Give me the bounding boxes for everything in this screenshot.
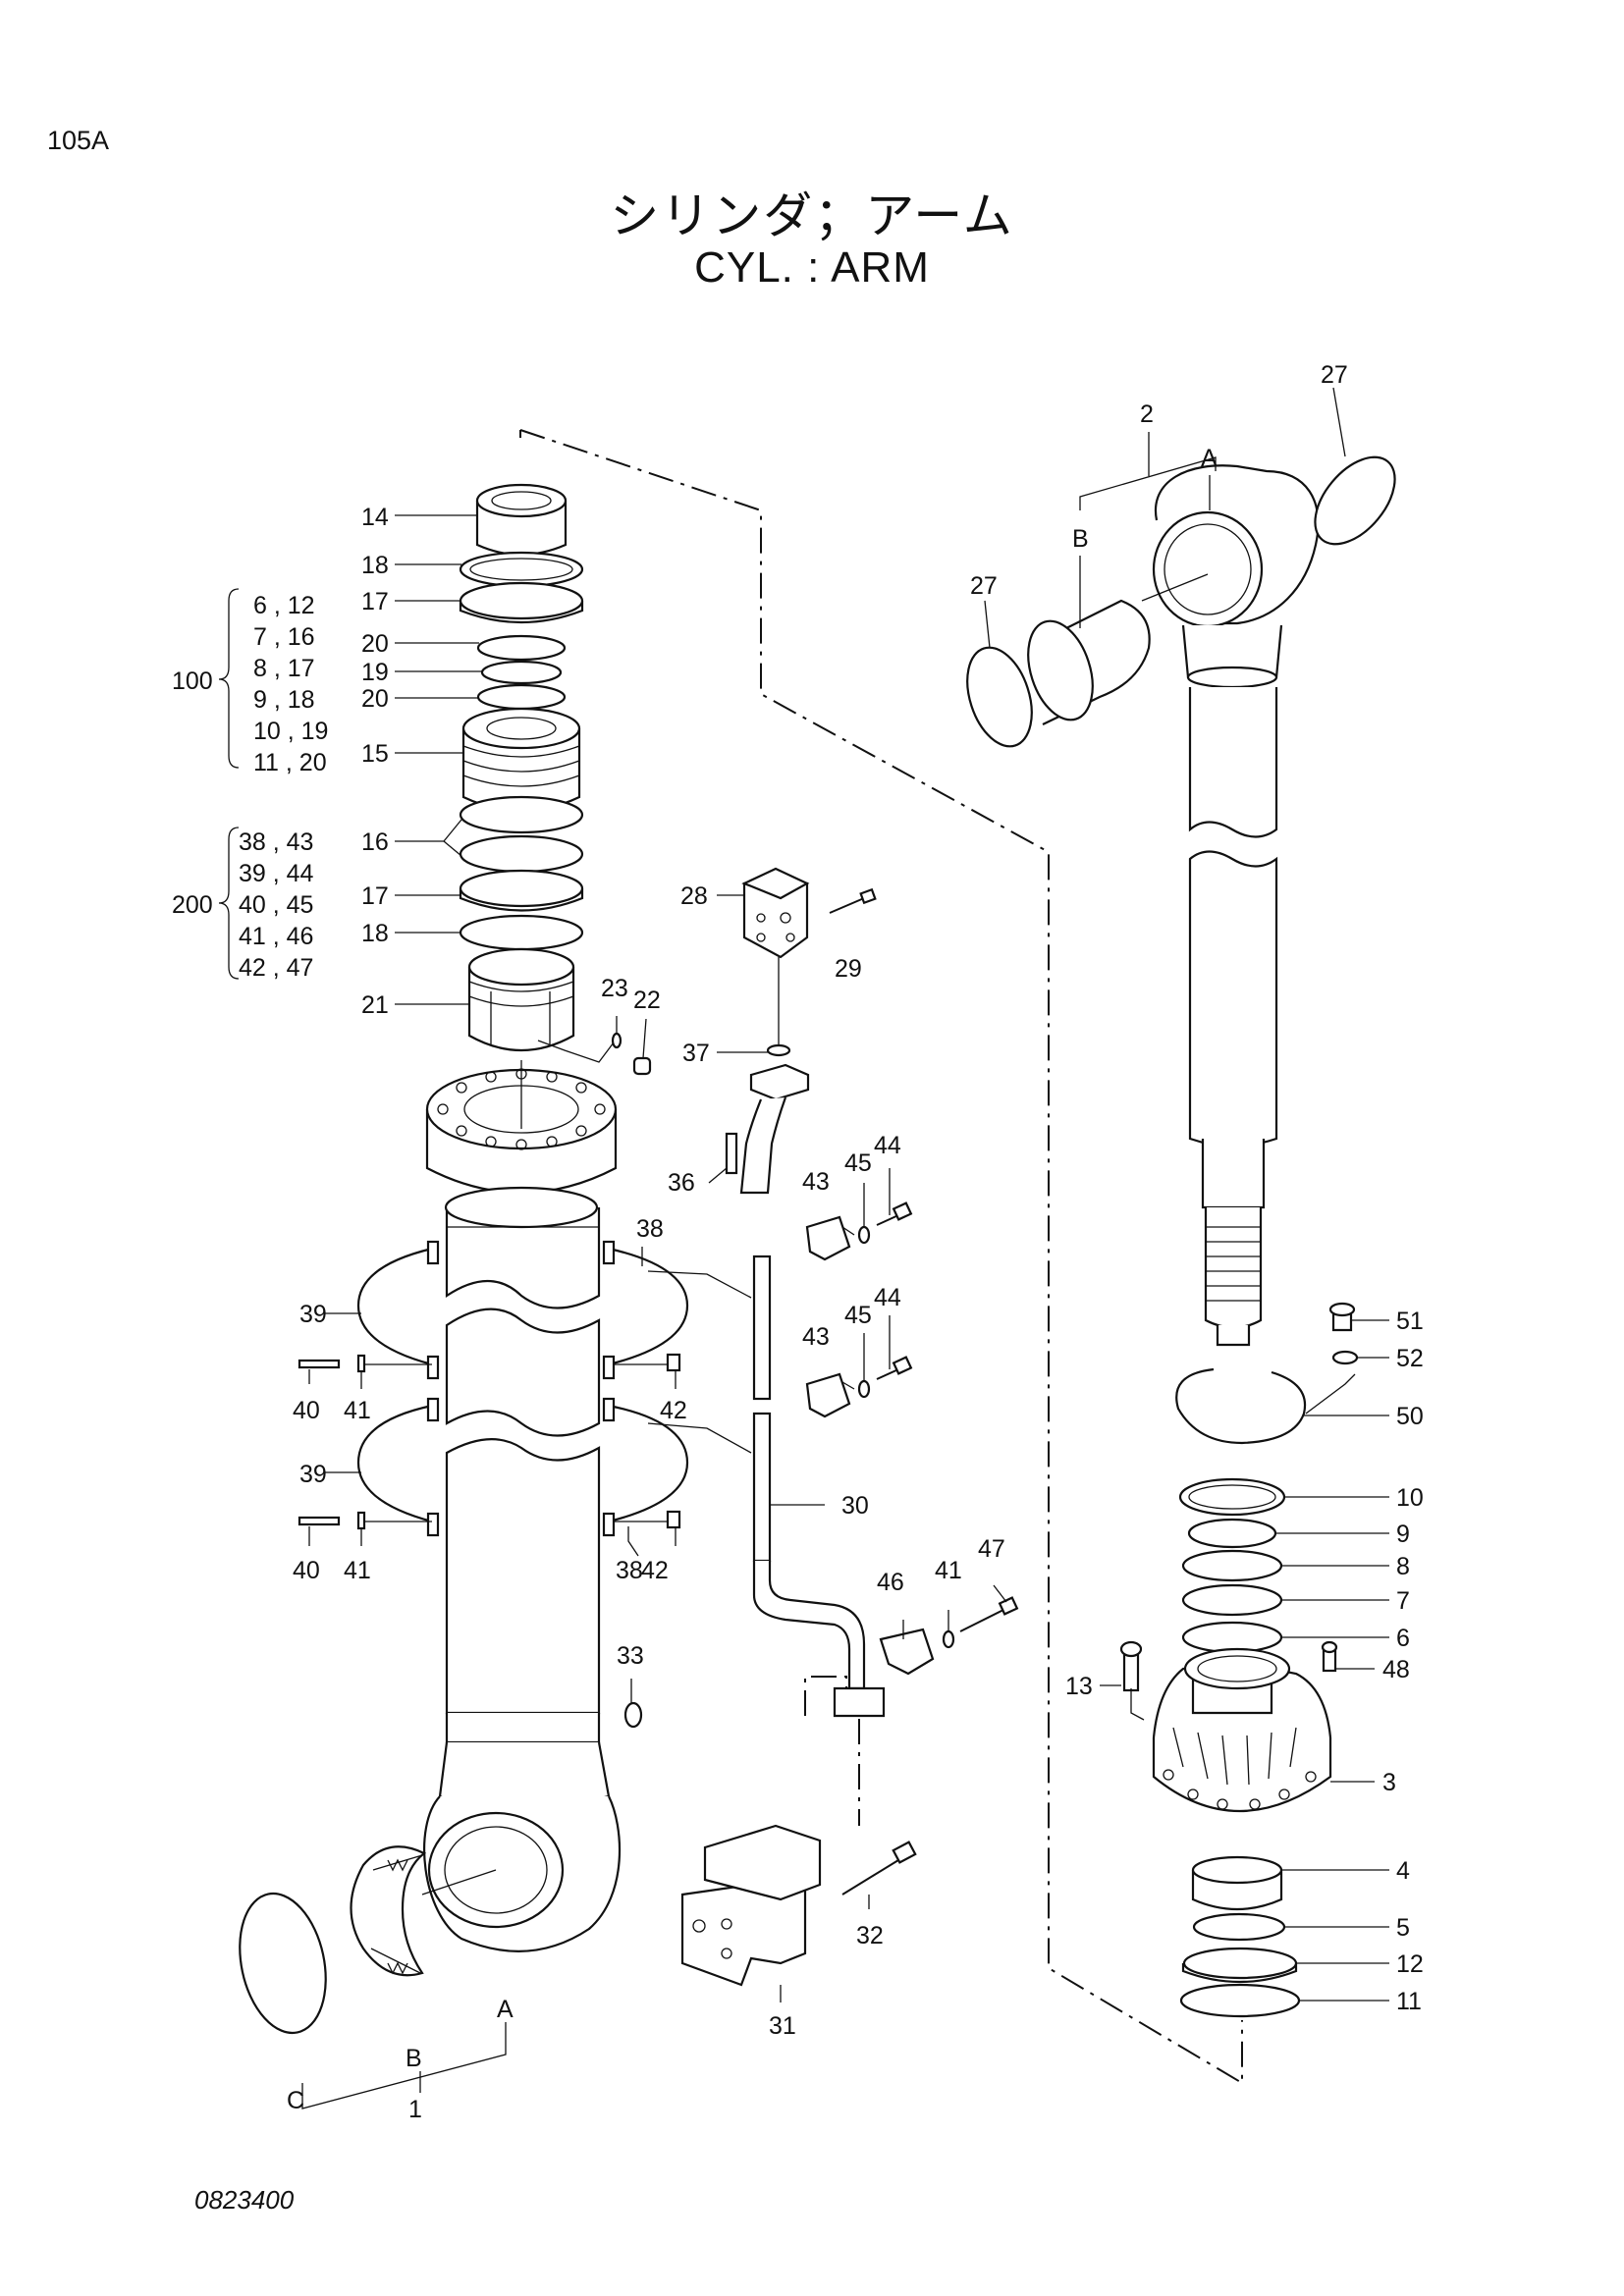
assembly-boundary-lines (519, 429, 1243, 2085)
kit-100-item: 10 , 19 (253, 718, 328, 745)
callout-label: 40 (293, 1397, 320, 1424)
kit-100-item: 11 , 20 (253, 749, 327, 776)
callout-label: 7 (1396, 1587, 1410, 1615)
kit-200-item: 39 , 44 (239, 860, 314, 887)
callout-label: 20 (361, 630, 389, 658)
callout-label: 43 (802, 1323, 830, 1351)
callout-label: 31 (769, 2012, 796, 2040)
callout-label: 27 (1321, 361, 1348, 389)
callout-label: 22 (633, 987, 661, 1014)
callout-label: 41 (935, 1557, 962, 1584)
callout-label: 18 (361, 552, 389, 579)
callout-label: 39 (299, 1301, 327, 1328)
callout-label: A (1201, 445, 1218, 472)
title-english: CYL. : ARM (694, 243, 930, 292)
kit-100-item: 6 , 12 (253, 592, 315, 619)
callout-label: 10 (1396, 1484, 1424, 1512)
callout-label: 9 (1396, 1521, 1410, 1548)
callout-label: 52 (1396, 1345, 1424, 1372)
callout-label: 4 (1396, 1857, 1410, 1885)
callout-label: 3 (1382, 1769, 1396, 1796)
callout-label: 19 (361, 659, 389, 686)
callout-label: 20 (361, 685, 389, 713)
callout-label: 43 (802, 1168, 830, 1196)
callout-label: 50 (1396, 1403, 1424, 1430)
kit-100-label: 100 (172, 667, 213, 695)
callout-label: 41 (344, 1397, 371, 1424)
callout-label: 27 (970, 572, 998, 600)
kit-100-list: 100 6 , 12 7 , 16 8 , 17 9 , 18 10 , 19 … (172, 592, 328, 776)
callout-labels: 14 18 17 20 19 20 15 16 17 18 21 23 22 2… (287, 361, 1424, 2123)
kit-brackets (218, 588, 240, 980)
callout-label: 32 (856, 1922, 884, 1949)
callout-label: 42 (660, 1397, 687, 1424)
callout-label: 18 (361, 920, 389, 947)
callout-label: 17 (361, 588, 389, 615)
callout-label: 42 (641, 1557, 669, 1584)
callout-label: 2 (1140, 400, 1154, 428)
callout-label: C (287, 2087, 304, 2114)
leader-lines (308, 387, 1389, 2002)
callout-label: 46 (877, 1569, 904, 1596)
callout-label: 39 (299, 1461, 327, 1488)
callout-label: 29 (835, 955, 862, 983)
callout-label: 33 (617, 1642, 644, 1670)
kit-200-item: 38 , 43 (239, 828, 313, 856)
kit-100-item: 9 , 18 (253, 686, 315, 714)
callout-label: 38 (636, 1215, 664, 1243)
pipe-valve-group (623, 867, 1019, 1987)
pipe-clamp-bands (298, 1240, 752, 1537)
callout-label: 28 (680, 882, 708, 910)
callout-label: 17 (361, 882, 389, 910)
callout-label: 1 (408, 2096, 422, 2123)
callout-label: 12 (1396, 1950, 1424, 1978)
callout-label: 51 (1396, 1308, 1424, 1335)
callout-label: 48 (1382, 1656, 1410, 1683)
callout-label: 30 (841, 1492, 869, 1520)
callout-label: B (406, 2045, 422, 2072)
kit-200-item: 42 , 47 (239, 954, 313, 982)
kit-100-item: 8 , 17 (253, 655, 315, 682)
callout-label: 21 (361, 991, 389, 1019)
callout-label: 6 (1396, 1625, 1410, 1652)
callout-label: 36 (668, 1169, 695, 1197)
kit-200-label: 200 (172, 891, 213, 919)
callout-label: 11 (1396, 1988, 1422, 2015)
callout-label: 14 (361, 504, 389, 531)
piston-rod-assembly (966, 432, 1396, 2018)
callout-label: 13 (1065, 1673, 1093, 1700)
callout-label: 23 (601, 975, 628, 1002)
kit-200-item: 41 , 46 (239, 923, 313, 950)
cylinder-tube-assembly (239, 483, 652, 2109)
callout-label: 37 (682, 1040, 710, 1067)
callout-label: 45 (844, 1302, 872, 1329)
callout-label: 16 (361, 828, 389, 856)
drawing-number: 0823400 (194, 2185, 295, 2215)
kit-200-item: 40 , 45 (239, 891, 313, 919)
callout-label: 5 (1396, 1914, 1410, 1942)
callout-label: 38 (616, 1557, 643, 1584)
kit-200-list: 200 38 , 43 39 , 44 40 , 45 41 , 46 42 ,… (172, 828, 314, 982)
callout-label: B (1072, 525, 1089, 553)
callout-label: 41 (344, 1557, 371, 1584)
callout-label: 15 (361, 740, 389, 768)
title-japanese: シリンダ；アーム (610, 187, 1014, 244)
page-number: 105A (47, 126, 110, 155)
callout-label: 40 (293, 1557, 320, 1584)
callout-label: 47 (978, 1535, 1005, 1563)
callout-label: A (497, 1996, 514, 2023)
kit-100-item: 7 , 16 (253, 623, 315, 651)
callout-label: 44 (874, 1284, 901, 1311)
callout-label: 8 (1396, 1553, 1410, 1580)
callout-label: 45 (844, 1149, 872, 1177)
callout-label: 44 (874, 1132, 901, 1159)
